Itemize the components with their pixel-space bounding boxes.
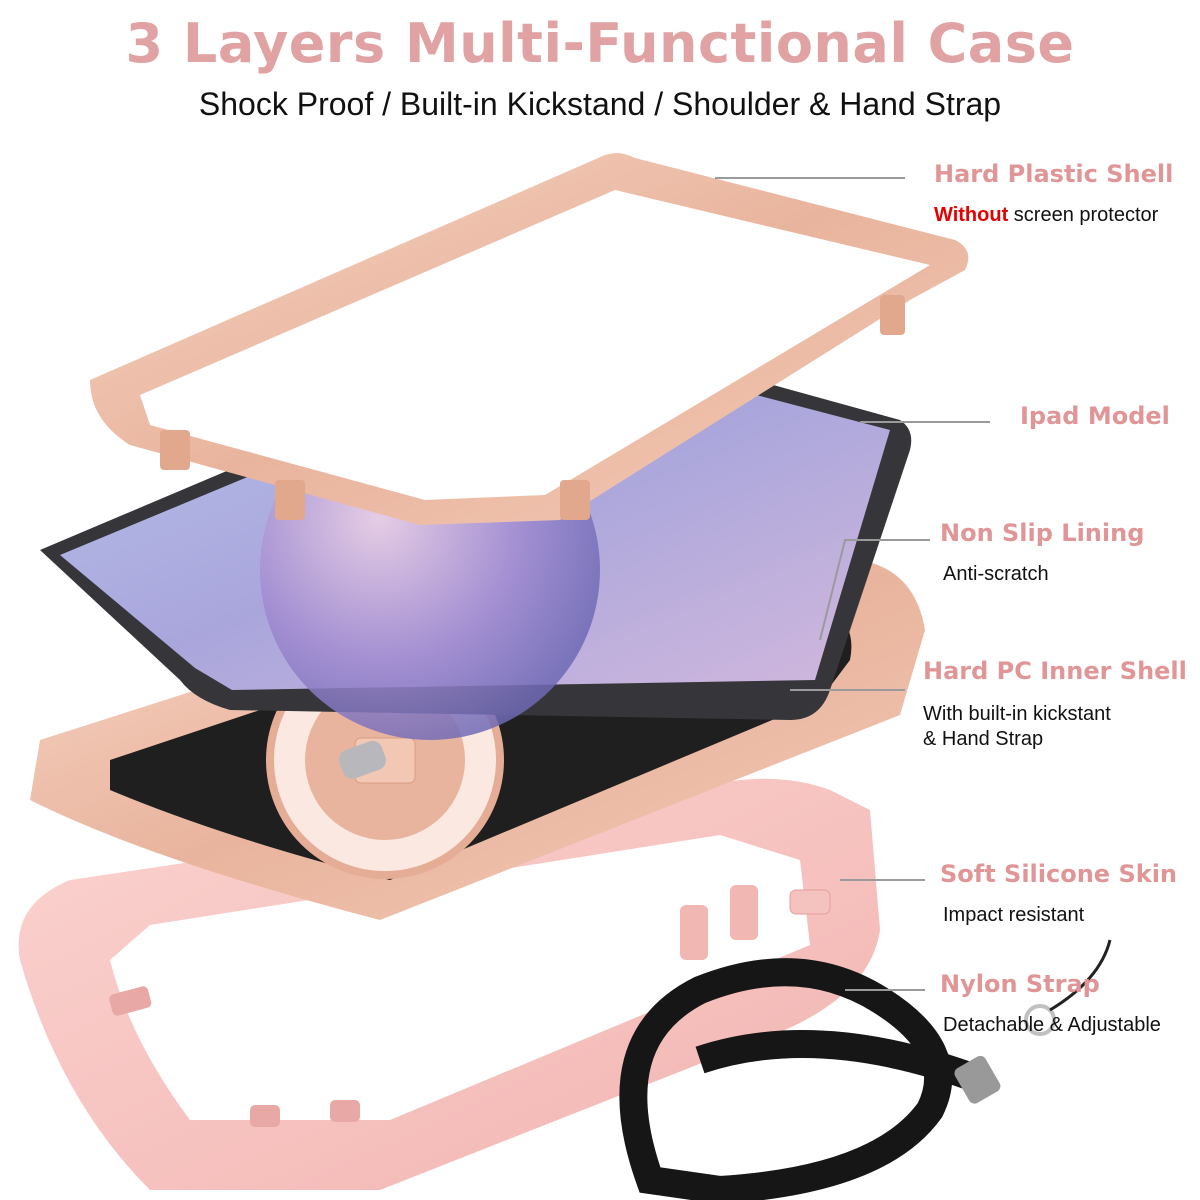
- desc-nylon-strap: Detachable & Adjustable: [943, 1014, 1161, 1036]
- label-nylon-strap: Nylon Strap: [940, 970, 1100, 998]
- page-title: 3 Layers Multi-Functional Case: [125, 12, 1075, 75]
- leader-lines: [715, 177, 990, 991]
- desc-hard-plastic-shell: Without screen protector: [934, 203, 1158, 228]
- label-inner-shell: Hard PC Inner Shell: [923, 657, 1187, 685]
- desc-emphasis: Without: [934, 204, 1009, 226]
- desc-silicone-skin: Impact resistant: [943, 904, 1085, 926]
- page-subtitle: Shock Proof / Built-in Kickstand / Shoul…: [198, 86, 1002, 122]
- desc-inner-shell-line1: With built-in kickstant: [923, 703, 1111, 725]
- desc-inner-shell-line2: & Hand Strap: [923, 728, 1044, 750]
- label-hard-plastic-shell: Hard Plastic Shell: [934, 160, 1174, 188]
- desc-text: screen protector: [1008, 204, 1159, 226]
- label-ipad-model: Ipad Model: [1020, 402, 1170, 430]
- silicone-skin: [18, 778, 881, 1190]
- hard-plastic-shell: [90, 153, 969, 526]
- label-silicone-skin: Soft Silicone Skin: [940, 860, 1177, 888]
- label-non-slip-lining: Non Slip Lining: [940, 519, 1145, 547]
- desc-non-slip-lining: Anti-scratch: [943, 563, 1049, 585]
- nylon-strap: [619, 939, 1112, 1200]
